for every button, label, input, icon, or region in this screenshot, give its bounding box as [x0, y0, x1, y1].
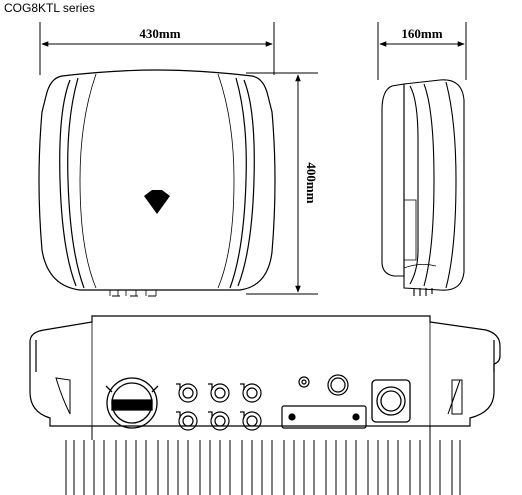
side-view	[381, 79, 465, 296]
front-view	[38, 69, 276, 297]
series-title: COG8KTL series	[4, 1, 95, 15]
dc-switch-icon	[105, 377, 159, 429]
heat-sink-fins	[65, 426, 461, 495]
depth-dimension	[377, 22, 467, 80]
height-label: 400mm	[304, 162, 319, 203]
width-dimension	[39, 22, 275, 75]
height-dimension	[246, 72, 318, 295]
com-port-icon	[327, 374, 349, 396]
wifi-port-icon	[281, 405, 367, 429]
bottom-view	[29, 315, 501, 427]
connector-group	[176, 383, 262, 431]
vent-icon	[298, 376, 310, 388]
ac-connector-icon	[371, 379, 411, 423]
logo-icon	[144, 190, 170, 214]
depth-label: 160mm	[401, 26, 442, 41]
width-label: 430mm	[139, 26, 180, 41]
